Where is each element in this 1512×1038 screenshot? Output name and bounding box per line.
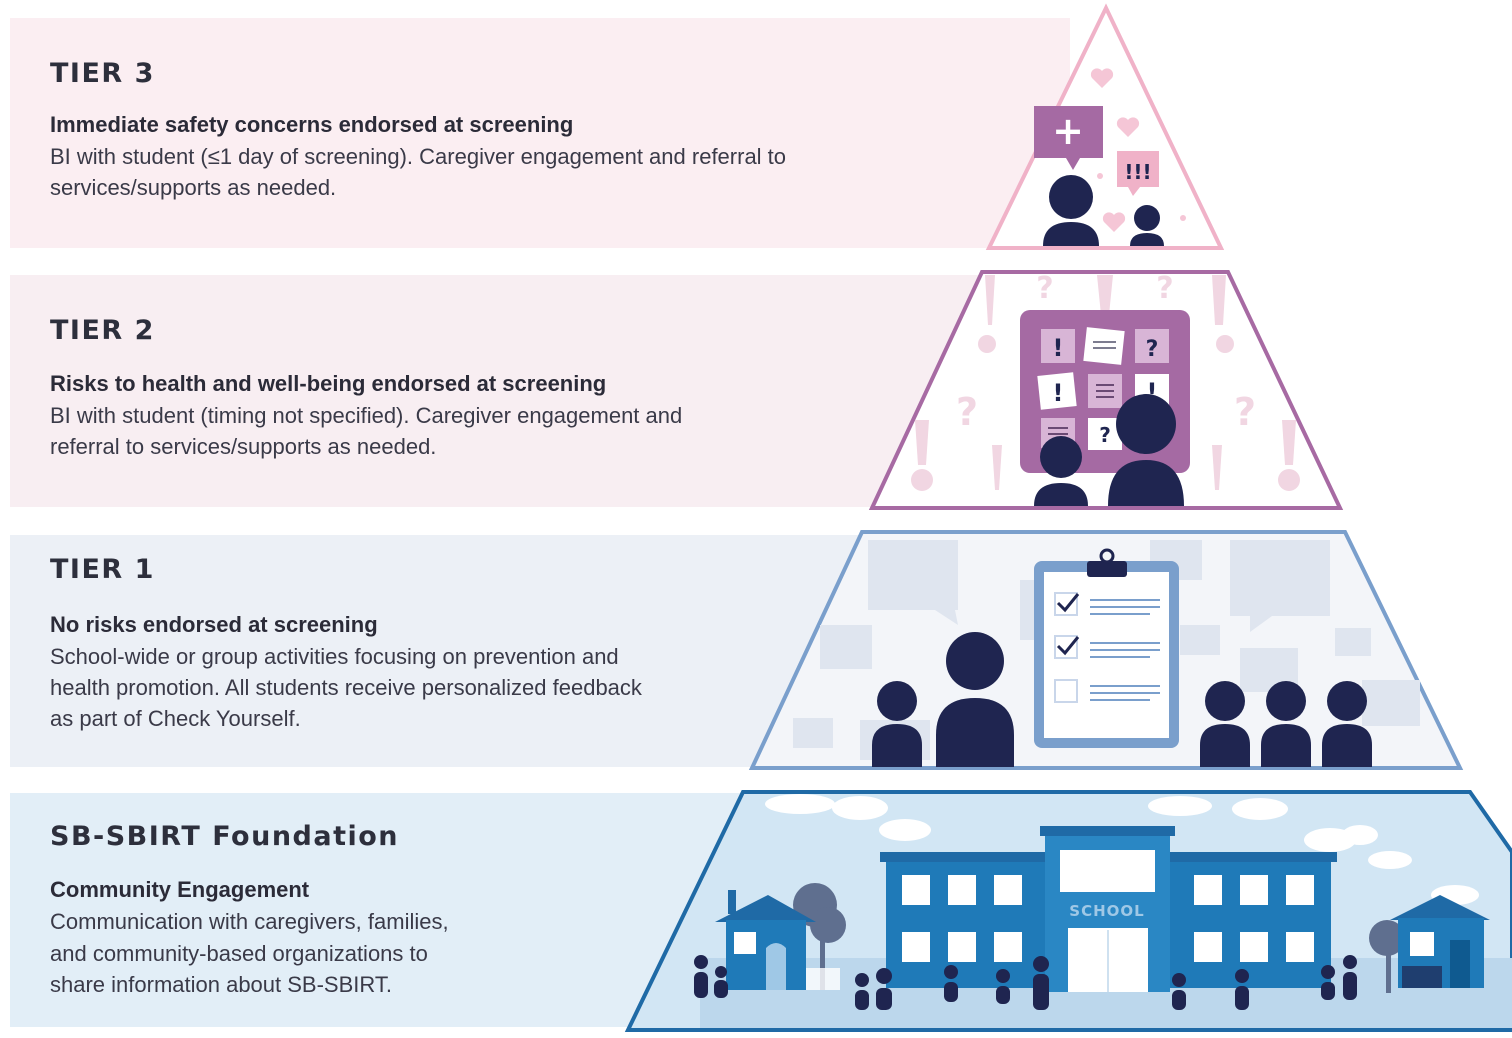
tier1-subtitle: No risks endorsed at screening (50, 612, 378, 637)
svg-text:!: ! (1053, 334, 1064, 362)
tier2-title: TIER 2 (50, 315, 155, 346)
foundation-pyramid-section: SCHOOL (624, 790, 1512, 1032)
person-icon (944, 965, 958, 1002)
question-mark: ? (1156, 271, 1173, 306)
tier2-description-line2: referral to services/supports as needed. (50, 434, 437, 459)
person-icon (1043, 175, 1099, 246)
school-building-icon: SCHOOL (880, 826, 1337, 992)
checkbox-empty (1054, 679, 1078, 703)
svg-text:?: ? (1146, 337, 1159, 362)
person-icon (694, 955, 708, 998)
plus-symbol: + (1052, 109, 1084, 153)
person-icon (1322, 681, 1372, 767)
person-icon (1235, 969, 1249, 1010)
cloud-icons (765, 794, 1479, 905)
person-icon (1033, 956, 1049, 1010)
svg-text:!: ! (1147, 378, 1158, 406)
checkbox-checked (1054, 592, 1078, 616)
tier2-band: TIER 2 Risks to health and well-being en… (10, 275, 1090, 507)
question-mark: ? (1036, 271, 1053, 306)
tier3-pyramid-section: + !!! (985, 3, 1225, 250)
people-icons (694, 955, 1357, 1010)
house-icon (1369, 895, 1490, 993)
svg-text:?: ? (1099, 423, 1111, 447)
person-icon (1034, 436, 1088, 506)
heart-icon (1102, 212, 1126, 232)
tier3-description-line2: services/supports as needed. (50, 175, 337, 200)
tier3-band: TIER 3 Immediate safety concerns endorse… (10, 18, 1070, 248)
person-icon (1261, 681, 1311, 767)
person-icon (1343, 955, 1357, 1000)
person-icon (1108, 394, 1184, 506)
tier1-description-line2: health promotion. All students receive p… (50, 675, 642, 700)
message-board: ! ? ! ! ? (1020, 310, 1190, 473)
note-question (1135, 329, 1169, 363)
person-icon (1172, 973, 1186, 1010)
foundation-description-line2: and community-based organizations to (50, 941, 428, 966)
person-icon (876, 968, 892, 1010)
background-marks: ? ? ? ? (911, 271, 1300, 491)
person-icon (1130, 205, 1164, 246)
house-icon (715, 883, 846, 990)
person-icon (996, 969, 1010, 1004)
tier3-subtitle: Immediate safety concerns endorsed at sc… (50, 112, 574, 137)
tier1-description-line1: School-wide or group activities focusing… (50, 644, 619, 669)
question-mark: ? (1234, 390, 1256, 434)
person-icon (872, 681, 922, 767)
tier3-outline (985, 3, 1225, 250)
person-icon (1321, 965, 1335, 1000)
tier2-pyramid-section: ? ? ? ? ! ? ! ! ? (868, 270, 1344, 510)
tier2-subtitle: Risks to health and well-being endorsed … (50, 371, 607, 396)
alert-symbol: !!! (1124, 160, 1151, 184)
tier3-title: TIER 3 (50, 58, 155, 89)
checkbox-checked (1054, 635, 1078, 659)
heart-icon (1090, 68, 1114, 88)
person-icon (1200, 681, 1250, 767)
foundation-title: SB-SBIRT Foundation (50, 821, 400, 852)
tier3-description-line1: BI with student (≤1 day of screening). C… (50, 144, 787, 169)
clipboard-icon (1034, 548, 1179, 748)
note-exclaim (1037, 372, 1077, 410)
note-exclaim (1041, 329, 1075, 363)
foundation-subtitle: Community Engagement (50, 877, 310, 902)
svg-text:!: ! (1053, 379, 1064, 407)
person-icon (714, 966, 728, 998)
tier2-description-line1: BI with student (timing not specified). … (50, 403, 683, 428)
tier1-description-line3: as part of Check Yourself. (50, 706, 301, 731)
person-icon (855, 973, 869, 1010)
foundation-description-line1: Communication with caregivers, families, (50, 909, 449, 934)
foundation-description-line3: share information about SB-SBIRT. (50, 972, 392, 997)
heart-icons (1090, 68, 1186, 232)
person-icon (936, 632, 1014, 767)
alert-bubble-icon: !!! (1117, 151, 1159, 196)
note-lines (1083, 327, 1125, 365)
question-mark: ? (956, 390, 978, 434)
tier1-title: TIER 1 (50, 554, 155, 585)
heart-icon (1116, 117, 1140, 137)
medical-plus-icon: + (1034, 106, 1103, 170)
school-sign: SCHOOL (1069, 902, 1144, 920)
tier1-pyramid-section (748, 530, 1464, 770)
